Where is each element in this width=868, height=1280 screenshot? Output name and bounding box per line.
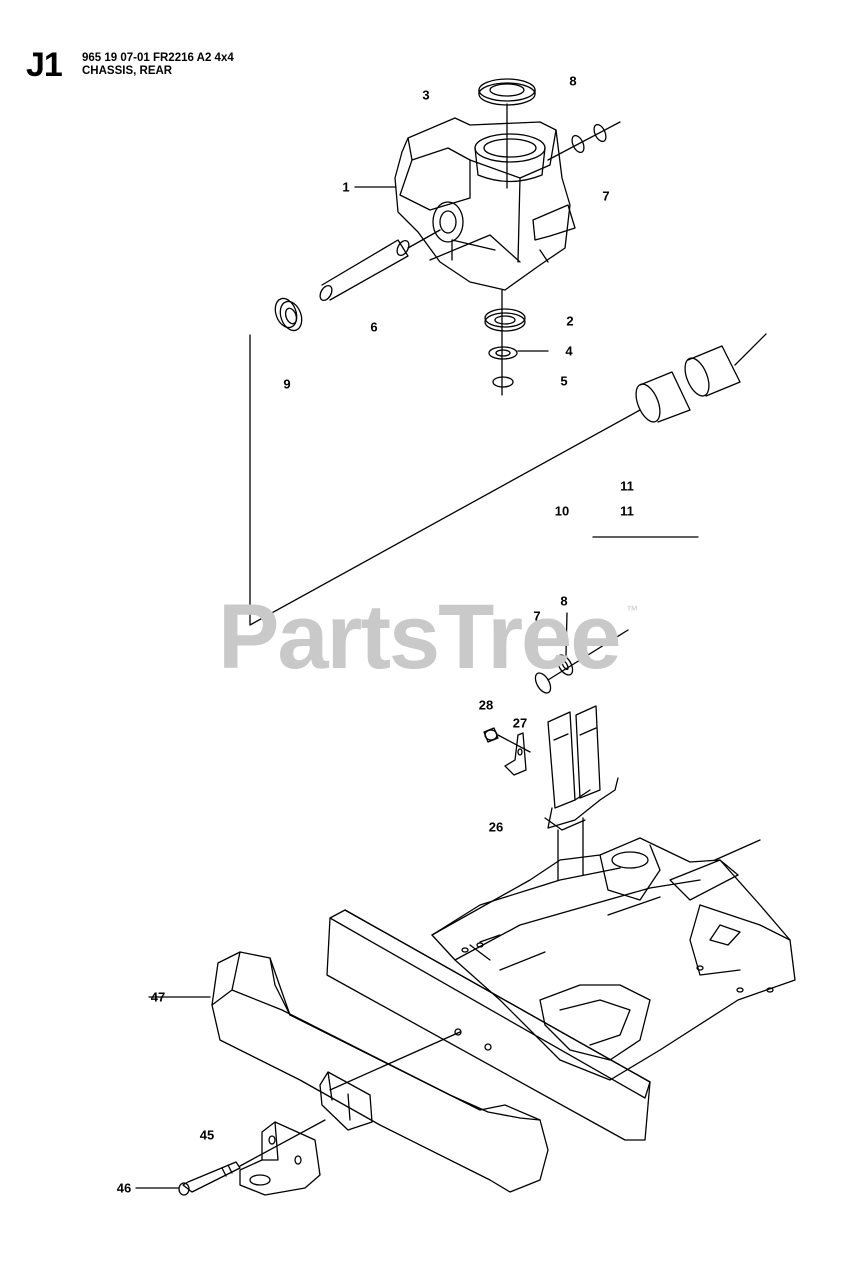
watermark: PartsTree — [218, 586, 621, 688]
callout-part-3[interactable]: 3 — [422, 87, 430, 103]
watermark-trademark: ™ — [626, 603, 638, 617]
model-line: 965 19 07-01 FR2216 A2 4x4 — [82, 52, 234, 64]
bearing — [484, 308, 526, 332]
washer — [488, 346, 518, 360]
chassis-frame — [431, 837, 796, 1081]
callout-part-5[interactable]: 5 — [560, 373, 568, 389]
callout-part-8-lower[interactable]: 8 — [560, 593, 568, 609]
callout-part-27[interactable]: 27 — [512, 715, 528, 731]
callout-part-4[interactable]: 4 — [565, 343, 573, 359]
hitch-plate — [239, 1121, 321, 1196]
callout-part-11-second[interactable]: 11 — [620, 503, 634, 519]
leader-lines — [135, 186, 568, 1189]
axle-pin — [319, 229, 441, 302]
gearbox-housing — [394, 117, 576, 291]
callout-part-26[interactable]: 26 — [488, 819, 504, 835]
cross-beam — [326, 909, 651, 1141]
callout-part-45[interactable]: 45 — [199, 1127, 215, 1143]
callout-part-46[interactable]: 46 — [116, 1180, 132, 1196]
shaft-washers — [547, 121, 621, 161]
callout-part-47[interactable]: 47 — [150, 989, 166, 1005]
callout-part-28[interactable]: 28 — [478, 697, 494, 713]
rear-bushings — [635, 333, 767, 423]
rear-bumper — [211, 951, 549, 1193]
retaining-clip — [492, 376, 514, 388]
lever-assembly — [544, 705, 619, 831]
callout-part-7[interactable]: 7 — [602, 188, 610, 204]
hitch-bolt — [178, 1161, 241, 1196]
bracket — [504, 732, 527, 776]
lower-washers — [534, 629, 629, 694]
section-code: J1 — [26, 46, 63, 84]
callout-part-1[interactable]: 1 — [342, 179, 350, 195]
callout-part-8[interactable]: 8 — [569, 73, 577, 89]
callout-part-7-lower[interactable]: 7 — [533, 608, 541, 624]
top-seal — [478, 78, 536, 106]
callout-part-9[interactable]: 9 — [283, 376, 291, 392]
bushing — [274, 297, 303, 332]
callout-part-11[interactable]: 11 — [620, 478, 634, 494]
section-title: CHASSIS, REAR — [82, 65, 173, 77]
callout-part-6[interactable]: 6 — [370, 319, 378, 335]
callout-part-2[interactable]: 2 — [566, 313, 574, 329]
callout-part-10[interactable]: 10 — [554, 503, 570, 519]
